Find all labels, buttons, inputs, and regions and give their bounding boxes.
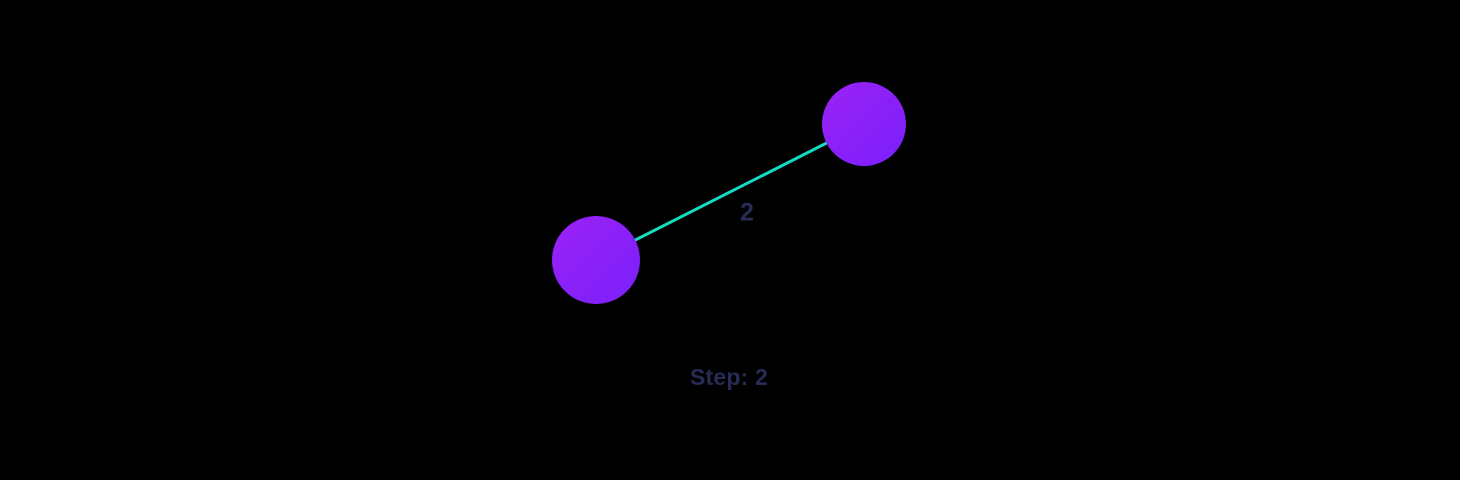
graph-node-b[interactable] bbox=[822, 82, 906, 166]
edge-weight-label: 2 bbox=[740, 199, 754, 227]
edge-layer bbox=[595, 122, 865, 262]
node-layer bbox=[552, 82, 906, 304]
edge-label-layer: 2 bbox=[740, 199, 754, 227]
graph-node-a[interactable] bbox=[552, 216, 640, 304]
step-counter-label: Step: 2 bbox=[689, 364, 769, 390]
graph-edge-a-b[interactable] bbox=[595, 122, 865, 262]
